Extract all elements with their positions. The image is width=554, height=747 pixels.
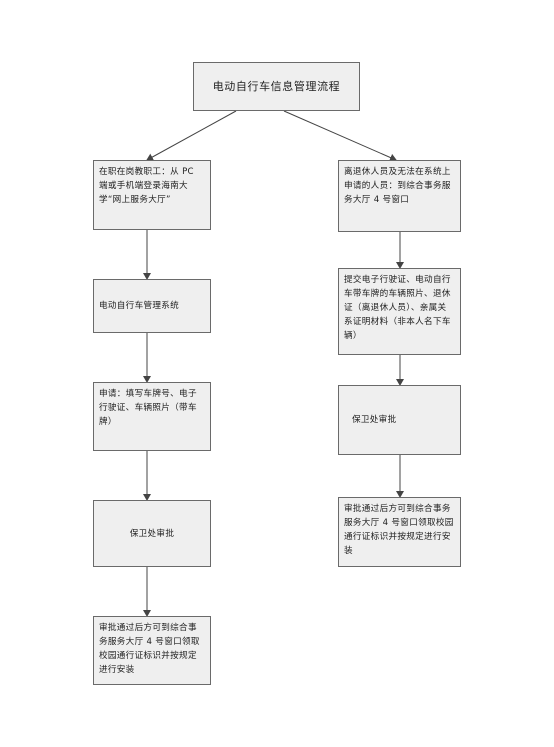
left-step-2-box: 电动自行车管理系统: [93, 279, 211, 333]
right-step-2-box: 提交电子行驶证、电动自行车带车牌的车辆照片、退休证（离退休人员）、亲属关系证明材…: [338, 268, 461, 355]
right-step-3-box: 保卫处审批: [338, 385, 461, 455]
right-step-4-box: 审批通过后方可到综合事务服务大厅 4 号窗口领取校园通行证标识并按规定进行安装: [338, 497, 461, 567]
left-step-1-box: 在职在岗教职工：从 PC 端或手机端登录海南大学“网上服务大厅”: [93, 160, 211, 230]
left-step-4-box: 保卫处审批: [93, 500, 211, 567]
left-step-4-text: 保卫处审批: [129, 528, 175, 539]
arrow-title-to-right: [283, 110, 397, 162]
left-step-1-text: 在职在岗教职工：从 PC 端或手机端登录海南大学“网上服务大厅”: [99, 167, 194, 205]
right-step-1-box: 离退休人员及无法在系统上申请的人员：到综合事务服务大厅 4 号窗口: [338, 160, 461, 232]
right-step-2-text: 提交电子行驶证、电动自行车带车牌的车辆照片、退休证（离退休人员）、亲属关系证明材…: [344, 275, 451, 341]
right-step-1-text: 离退休人员及无法在系统上申请的人员：到综合事务服务大厅 4 号窗口: [344, 167, 451, 205]
arrow-title-to-left: [146, 110, 237, 161]
left-step-5-box: 审批通过后方可到综合事务服务大厅 4 号窗口领取校园通行证标识并按规定进行安装: [93, 616, 211, 685]
right-step-3-text: 保卫处审批: [352, 415, 397, 425]
left-step-3-text: 申请：填写车牌号、电子行驶证、车辆照片（带车牌）: [99, 389, 197, 427]
right-step-4-text: 审批通过后方可到综合事务服务大厅 4 号窗口领取校园通行证标识并按规定进行安装: [344, 504, 454, 556]
left-step-2-text: 电动自行车管理系统: [99, 301, 180, 311]
left-step-5-text: 审批通过后方可到综合事务服务大厅 4 号窗口领取校园通行证标识并按规定进行安装: [99, 623, 200, 675]
left-step-3-box: 申请：填写车牌号、电子行驶证、车辆照片（带车牌）: [93, 382, 211, 451]
process-title: 电动自行车信息管理流程: [212, 79, 341, 93]
process-title-box: 电动自行车信息管理流程: [193, 62, 360, 111]
